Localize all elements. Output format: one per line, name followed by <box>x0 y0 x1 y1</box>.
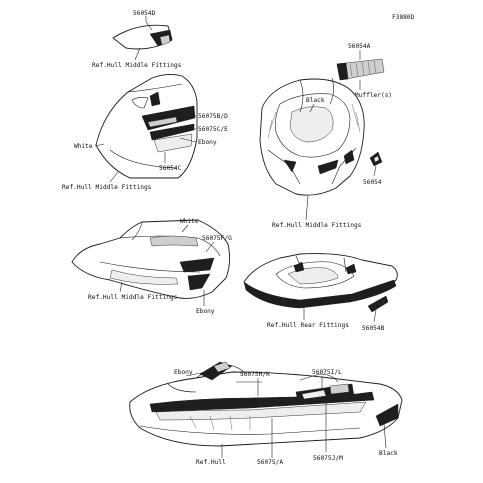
label-ref-hull: Ref.Hull <box>196 459 226 466</box>
front-deck-cowl <box>95 73 198 179</box>
label-56075jm: 56075J/M <box>313 455 343 462</box>
label-56054b: 56054B <box>362 325 385 332</box>
label-hull-middle-fittings-3: Ref.Hull Middle Fittings <box>272 222 362 229</box>
figure-code: F3880D <box>392 14 415 21</box>
label-56054: 56054 <box>363 179 382 186</box>
muffler-decal-56054a <box>336 58 385 81</box>
label-56075il: 56075I/L <box>312 369 342 376</box>
watercraft-side-view <box>129 361 403 447</box>
deck-tub-black <box>259 77 365 196</box>
label-56075a: 56075/A <box>257 459 283 466</box>
label-white-2: White <box>180 218 199 225</box>
label-ebony-3: Ebony <box>174 369 193 376</box>
label-56075fg: 56075F/G <box>202 235 232 242</box>
label-ebony-2: Ebony <box>196 308 215 315</box>
label-56054a: 56054A <box>348 43 371 50</box>
label-56075ce: 56075C/E <box>198 126 228 133</box>
label-ebony-1: Ebony <box>198 139 217 146</box>
label-black-2: Black <box>379 450 398 457</box>
label-56075bd: 56075B/D <box>198 113 228 120</box>
front-cover-56054d <box>112 21 173 50</box>
label-56054d: 56054D <box>133 10 156 17</box>
label-hull-middle-fittings-2: Ref.Hull Middle Fittings <box>62 184 152 191</box>
label-hull-middle-fittings-1: Ref.Hull Middle Fittings <box>92 62 182 69</box>
label-white-1: White <box>74 143 93 150</box>
label-56054c: 56054C <box>159 165 182 172</box>
label-hull-rear-fittings: Ref.Hull Rear Fittings <box>267 322 349 329</box>
label-56075hk: 56075H/K <box>240 371 270 378</box>
label-black-1: Black <box>306 97 325 104</box>
small-decal-56054 <box>369 151 383 167</box>
label-hull-middle-fittings-4: Ref.Hull Middle Fittings <box>88 294 178 301</box>
side-cowl <box>71 219 231 299</box>
label-ref-mufflers: Ref.Muffler(s) <box>340 92 392 99</box>
rear-deck <box>243 253 398 309</box>
stern-decal-56054b <box>367 295 389 313</box>
